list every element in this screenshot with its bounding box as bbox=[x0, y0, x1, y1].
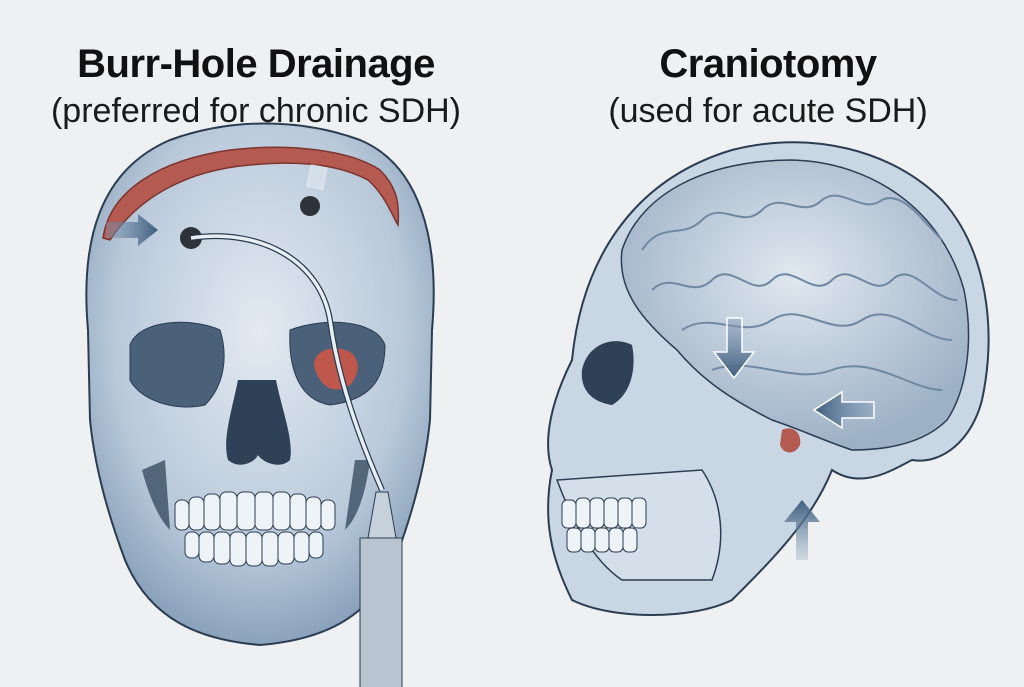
orbital-hematoma bbox=[314, 348, 358, 390]
arrow-down-icon bbox=[712, 317, 756, 380]
lateral-skull-illustration bbox=[547, 141, 990, 616]
right-orbit bbox=[129, 321, 225, 408]
brain bbox=[620, 159, 970, 451]
orbit bbox=[581, 341, 634, 405]
arrow-up-icon bbox=[784, 500, 820, 560]
craniotomy-subtitle: (used for acute SDH) bbox=[608, 92, 928, 130]
burr-hole-title: Burr-Hole Drainage bbox=[77, 42, 435, 86]
craniotomy-title: Craniotomy bbox=[659, 42, 877, 86]
burr-hole-2 bbox=[300, 196, 320, 216]
temporal-hematoma bbox=[780, 428, 801, 453]
drain-syringe bbox=[359, 537, 403, 687]
hematoma-crescent bbox=[102, 146, 400, 241]
arrow-left-icon bbox=[812, 390, 875, 430]
arrow-right-icon bbox=[106, 214, 158, 246]
craniotomy-panel: Craniotomy (used for acute SDH) bbox=[512, 0, 1024, 687]
burr-hole-subtitle: (preferred for chronic SDH) bbox=[50, 92, 461, 130]
lateral-teeth bbox=[561, 497, 647, 553]
front-skull-illustration bbox=[85, 122, 435, 687]
burr-hole-panel: Burr-Hole Drainage (preferred for chroni… bbox=[50, 42, 461, 687]
teeth bbox=[174, 491, 336, 567]
needle-marker bbox=[306, 163, 328, 191]
nasal-cavity bbox=[226, 380, 291, 465]
